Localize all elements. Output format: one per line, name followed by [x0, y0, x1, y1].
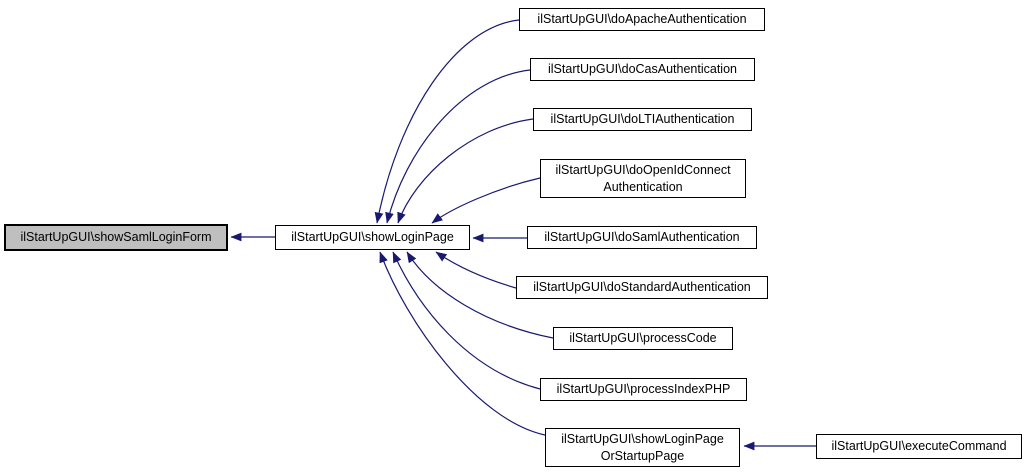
node-label: ilStartUpGUI\showLoginPage — [291, 230, 454, 245]
edge-processCode-showLoginPage — [406, 251, 554, 339]
node-label: ilStartUpGUI\showSamlLoginForm — [20, 230, 212, 245]
node-doSamlAuthentication[interactable]: ilStartUpGUI\doSamlAuthentication — [527, 226, 757, 249]
node-showLoginPageOrStartupPage[interactable]: ilStartUpGUI\showLoginPage OrStartupPage — [545, 428, 740, 467]
node-label: ilStartUpGUI\processCode — [569, 331, 717, 346]
node-doLTIAuthentication[interactable]: ilStartUpGUI\doLTIAuthentication — [533, 108, 752, 131]
node-label: ilStartUpGUI\doCasAuthentication — [548, 62, 737, 77]
node-doApacheAuthentication[interactable]: ilStartUpGUI\doApacheAuthentication — [519, 8, 765, 31]
node-label: ilStartUpGUI\doApacheAuthentication — [537, 12, 747, 27]
node-label: ilStartUpGUI\executeCommand — [831, 439, 1007, 454]
edge-doLTIAuthentication-showLoginPage — [397, 118, 534, 224]
edge-doCasAuthentication-showLoginPage — [385, 69, 531, 224]
edge-doApacheAuthentication-showLoginPage — [374, 19, 520, 224]
node-label: ilStartUpGUI\doLTIAuthentication — [550, 112, 735, 127]
edge-showLoginPageOrStartupPage-showLoginPage — [379, 251, 546, 436]
edge-doStandardAuthentication-showLoginPage — [435, 251, 517, 289]
node-label: ilStartUpGUI\doOpenIdConnect Authenticat… — [555, 163, 731, 194]
node-label: ilStartUpGUI\doStandardAuthentication — [533, 280, 751, 295]
node-processCode[interactable]: ilStartUpGUI\processCode — [553, 327, 733, 350]
node-showSamlLoginForm: ilStartUpGUI\showSamlLoginForm — [4, 224, 228, 251]
node-executeCommand[interactable]: ilStartUpGUI\executeCommand — [816, 434, 1022, 459]
node-showLoginPage[interactable]: ilStartUpGUI\showLoginPage — [275, 225, 470, 250]
node-label: ilStartUpGUI\processIndexPHP — [556, 382, 731, 397]
node-processIndexPHP[interactable]: ilStartUpGUI\processIndexPHP — [540, 378, 747, 401]
node-doCasAuthentication[interactable]: ilStartUpGUI\doCasAuthentication — [530, 58, 755, 81]
node-doOpenIdConnectAuthentication[interactable]: ilStartUpGUI\doOpenIdConnect Authenticat… — [540, 159, 746, 198]
node-doStandardAuthentication[interactable]: ilStartUpGUI\doStandardAuthentication — [516, 276, 768, 299]
node-label: ilStartUpGUI\doSamlAuthentication — [544, 230, 740, 245]
node-label: ilStartUpGUI\showLoginPage OrStartupPage — [561, 432, 724, 463]
edge-processIndexPHP-showLoginPage — [392, 251, 541, 390]
edge-doOpenIdConnectAuthentication-showLoginPage — [431, 177, 541, 224]
